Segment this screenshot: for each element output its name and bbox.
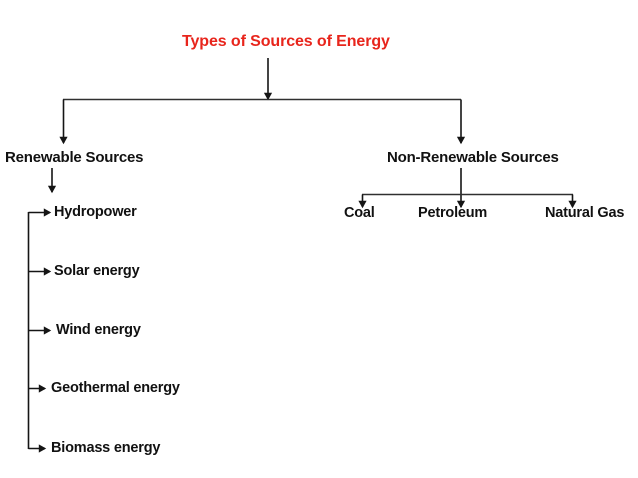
node-petroleum: Petroleum [418, 205, 488, 221]
node-coal: Coal [344, 205, 375, 221]
node-solar-energy: Solar energy [54, 263, 140, 279]
diagram-title: Types of Sources of Energy [182, 33, 390, 50]
node-renewable-sources: Renewable Sources [5, 149, 144, 166]
node-geothermal-energy: Geothermal energy [51, 380, 180, 396]
node-non-renewable-sources: Non-Renewable Sources [387, 149, 559, 166]
node-hydropower: Hydropower [54, 204, 137, 220]
node-natural-gas: Natural Gas [545, 205, 625, 221]
node-wind-energy: Wind energy [56, 322, 141, 338]
node-biomass-energy: Biomass energy [51, 440, 161, 456]
